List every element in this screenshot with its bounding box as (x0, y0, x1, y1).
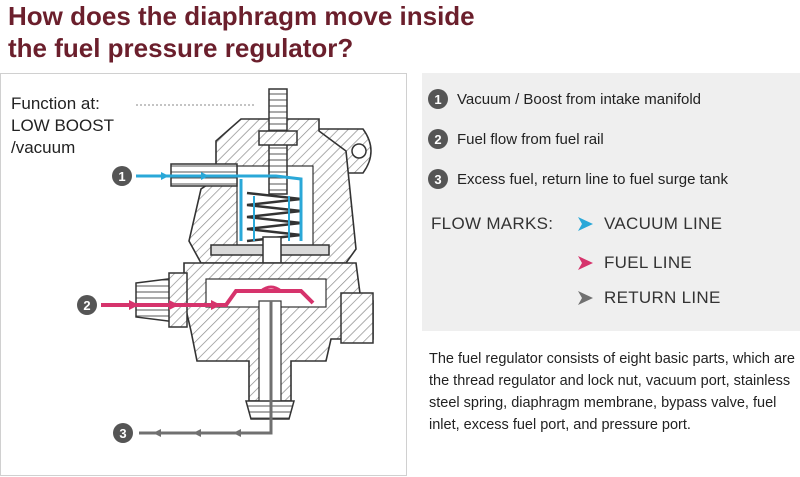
callout-2-label: 2 (83, 298, 90, 313)
callout-1: 1 (112, 166, 132, 186)
function-label-line-1: Function at: (11, 94, 100, 113)
legend-item-1: 1 Vacuum / Boost from intake manifold (428, 88, 701, 110)
vacuum-flow-line (136, 172, 303, 241)
flow-mark-vacuum: VACUUM LINE (578, 214, 722, 234)
flow-mark-fuel: FUEL LINE (578, 253, 692, 273)
flow-mark-return: RETURN LINE (578, 288, 721, 308)
regulator-lower-body (135, 262, 374, 420)
description-text: The fuel regulator consists of eight bas… (429, 351, 795, 433)
regulator-diagram: 1 2 3 (77, 88, 374, 443)
flow-mark-label: RETURN LINE (604, 288, 721, 307)
function-label-line-3: /vacuum (11, 138, 76, 157)
legend-text: Excess fuel, return line to fuel surge t… (457, 170, 728, 188)
flow-mark-label: VACUUM LINE (604, 214, 723, 233)
diaphragm (210, 236, 330, 264)
flow-marks-title: FLOW MARKS: (431, 214, 554, 233)
arrow-right-icon (578, 256, 593, 270)
legend-number-badge: 2 (428, 129, 448, 149)
legend-number-badge: 3 (428, 169, 448, 189)
title-line-1: How does the diaphragm move inside (8, 1, 475, 31)
pressure-port (340, 292, 374, 344)
arrow-right-icon (578, 291, 593, 305)
legend-number-badge: 1 (428, 89, 448, 109)
legend-item-3: 3 Excess fuel, return line to fuel surge… (428, 168, 728, 190)
legend-text: Fuel flow from fuel rail (457, 130, 604, 148)
page-title: How does the diaphragm move inside the f… (8, 0, 568, 64)
title-line-2: the fuel pressure regulator? (8, 33, 354, 63)
function-label: Function at: LOW BOOST /vacuum (11, 93, 151, 159)
function-label-line-2: LOW BOOST (11, 116, 114, 135)
return-flow-line (139, 301, 273, 437)
legend-panel: 1 Vacuum / Boost from intake manifold 2 … (422, 73, 800, 331)
flow-mark-label: FUEL LINE (604, 253, 693, 272)
legend-item-2: 2 Fuel flow from fuel rail (428, 128, 604, 150)
diagram-panel: 1 2 3 (0, 73, 407, 476)
callout-2: 2 (77, 295, 97, 315)
callout-1-label: 1 (118, 169, 125, 184)
lock-nut (258, 130, 298, 146)
callout-3: 3 (113, 423, 133, 443)
arrow-right-icon (578, 217, 593, 231)
spring (246, 191, 302, 243)
legend-text: Vacuum / Boost from intake manifold (457, 90, 701, 108)
fuel-flow-line (101, 285, 315, 310)
callout-3-label: 3 (119, 426, 126, 441)
